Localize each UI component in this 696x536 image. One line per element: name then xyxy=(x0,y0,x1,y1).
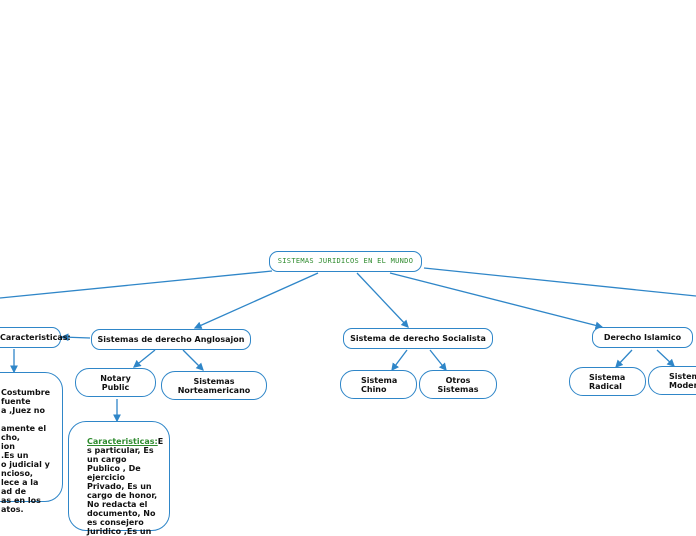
norteamericano-label: Sistemas Norteamericano xyxy=(177,376,251,395)
otros-label: Otros Sistemas xyxy=(437,375,479,394)
notary-note[interactable]: Caracteristicas:E s particular, Es un ca… xyxy=(68,421,170,536)
chino-label: Sistema Chino xyxy=(361,375,398,394)
caracteristicas-left-node[interactable]: Caracteristicas: xyxy=(0,327,71,348)
islamico-node[interactable]: Derecho Islamico xyxy=(592,327,693,348)
root-topic-label: SISTEMAS JURIDICOS EN EL MUNDO xyxy=(277,257,414,265)
anglosajon-node[interactable]: Sistemas de derecho Anglosajon xyxy=(91,329,251,350)
link-islamico-radical xyxy=(615,349,633,368)
link-socialista-chino xyxy=(391,349,408,372)
otros-node[interactable]: Otros Sistemas xyxy=(419,370,497,399)
socialista-node[interactable]: Sistema de derecho Socialista xyxy=(343,328,493,349)
chino-node[interactable]: Sistema Chino xyxy=(340,370,417,399)
moderado-node[interactable]: Sistema Moderado xyxy=(648,366,696,395)
root-topic[interactable]: SISTEMAS JURIDICOS EN EL MUNDO xyxy=(269,251,422,272)
connector-lines xyxy=(0,267,696,423)
notary-label: Notary Public xyxy=(100,373,131,392)
costumbre-note[interactable]: Costumbre fuente a ,Juez no amente el ch… xyxy=(0,372,63,514)
moderado-label: Sistema Moderado xyxy=(669,371,696,390)
mind-map-canvas: SISTEMAS JURIDICOS EN EL MUNDO Caracteri… xyxy=(0,251,696,536)
link-root-left xyxy=(0,270,273,299)
anglosajon-label: Sistemas de derecho Anglosajon xyxy=(97,335,245,344)
link-root-socialista xyxy=(356,272,409,328)
socialista-label: Sistema de derecho Socialista xyxy=(350,334,486,343)
radical-label: Sistema Radical xyxy=(589,372,626,391)
costumbre-note-text: Costumbre fuente a ,Juez no amente el ch… xyxy=(1,388,51,514)
islamico-label: Derecho Islamico xyxy=(603,333,682,342)
notary-node[interactable]: Notary Public xyxy=(75,368,156,397)
radical-node[interactable]: Sistema Radical xyxy=(569,367,646,396)
link-root-right xyxy=(423,267,696,297)
notary-note-heading: Caracteristicas: xyxy=(87,437,158,446)
link-anglosajon-notary xyxy=(132,349,156,368)
link-root-anglosajon xyxy=(193,272,319,329)
norteamericano-node[interactable]: Sistemas Norteamericano xyxy=(161,371,267,400)
link-anglosajon-norteamericano xyxy=(182,349,204,371)
link-anglosajon-caracteristicas xyxy=(60,333,91,342)
notary-note-text: E s particular, Es un cargo Publico , De… xyxy=(87,437,164,536)
link-islamico-moderado xyxy=(656,349,675,367)
link-socialista-otros xyxy=(429,349,447,372)
caracteristicas-left-label: Caracteristicas: xyxy=(0,333,71,342)
link-root-islamico xyxy=(389,272,604,330)
